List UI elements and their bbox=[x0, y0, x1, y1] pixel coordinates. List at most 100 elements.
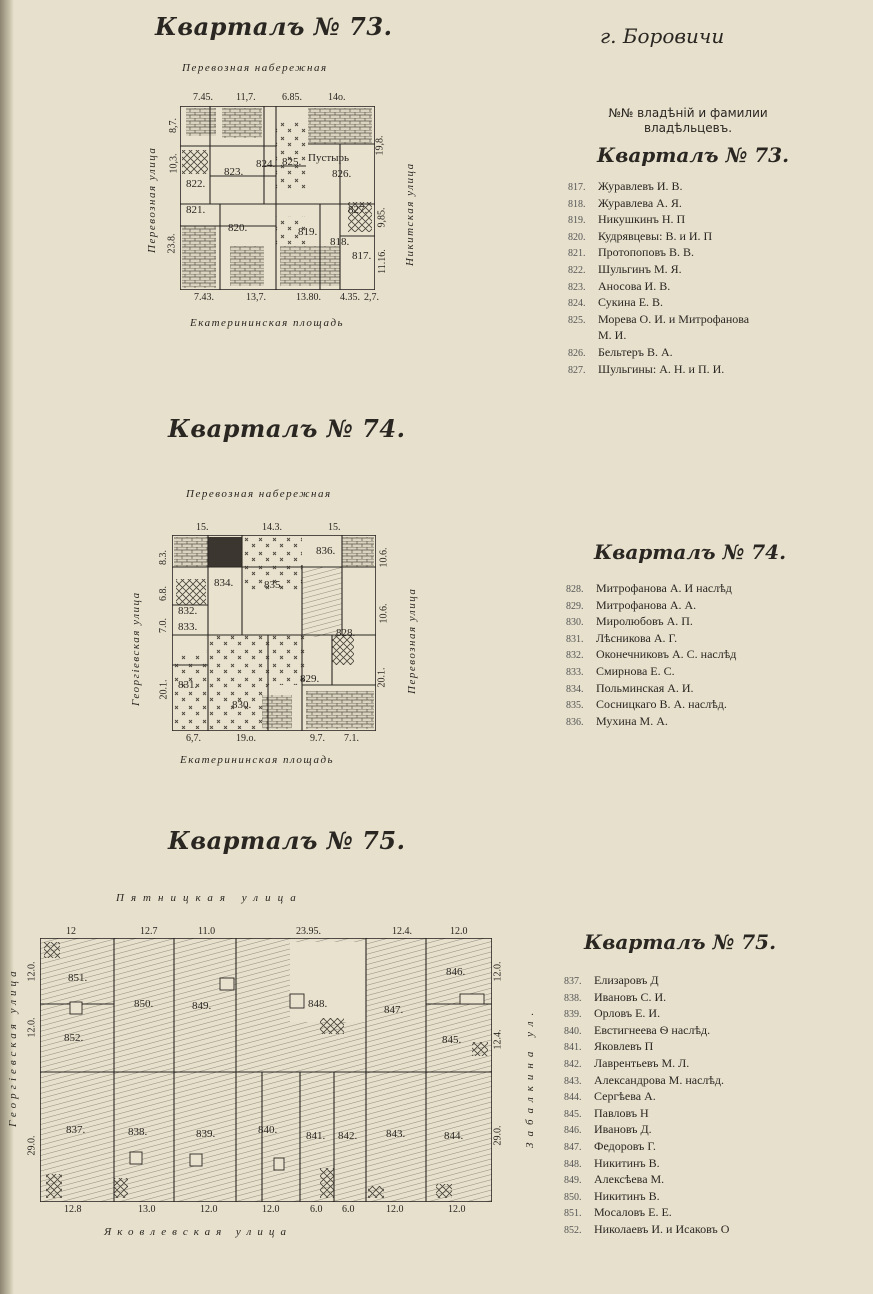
block-73-measure-left: 23.8. bbox=[166, 233, 178, 254]
city-name: г. Боровичи bbox=[600, 24, 725, 48]
block-73-lot-label: 818. bbox=[330, 236, 350, 248]
block-74-measure-bottom: 9.7. bbox=[310, 733, 325, 744]
block-74-measure-bottom: 7.1. bbox=[344, 733, 359, 744]
owner-entry: 826.Бельтеръ В. А. bbox=[568, 344, 673, 359]
block-75-measure-right: 29.0. bbox=[492, 1125, 504, 1146]
owner-entry: 824.Сукина Е. В. bbox=[568, 295, 664, 310]
owner-entry: 823.Аносова И. В. bbox=[568, 278, 671, 293]
block-74-lot-label: 828. bbox=[336, 627, 356, 639]
owner-entry: 852.Николаевъ И. и Исаковъ О bbox=[564, 1221, 730, 1236]
block-73-lot-label: 821. bbox=[186, 204, 206, 216]
block-73-measure-bottom: 13,7. bbox=[246, 292, 266, 303]
block-75-measure-right: 12.4. bbox=[492, 1029, 504, 1050]
block-75-measure-bottom: 12.0 bbox=[448, 1204, 466, 1215]
block-75-lot-label: 846. bbox=[446, 966, 466, 978]
block-73-lot-label: Пустырь bbox=[308, 152, 350, 164]
owner-entry: 817.Журавлевъ И. В. bbox=[568, 179, 683, 193]
owner-entry: 841.Яковлевъ П bbox=[564, 1039, 654, 1054]
block-75-measure-bottom: 12.0 bbox=[386, 1204, 404, 1215]
block-75-list-title: Кварталъ № 75. bbox=[584, 930, 777, 954]
block-74-measure-left: 20.1. bbox=[158, 679, 170, 700]
block-75-lot-label: 847. bbox=[384, 1004, 404, 1016]
block-75-measure-right: 12.0. bbox=[492, 961, 504, 982]
block-74-measure-right: 10.6. bbox=[378, 547, 390, 568]
block-75-measure-top: 23.95. bbox=[296, 926, 321, 937]
block-74-lot-label: 830. bbox=[232, 699, 252, 711]
block-75-lot-label: 850. bbox=[134, 998, 154, 1010]
owner-entry: 839.Орловъ Е. И. bbox=[564, 1006, 661, 1021]
owner-entry: 851.Мосаловъ Е. Е. bbox=[564, 1205, 672, 1220]
block-75-measure-bottom: 6.0 bbox=[310, 1204, 323, 1215]
block-75-lot-label: 848. bbox=[308, 998, 328, 1010]
owner-entry: 850.Никитинъ В. bbox=[564, 1188, 660, 1203]
block-75-lot-label: 838. bbox=[128, 1126, 148, 1138]
block-74-measure-top: 15. bbox=[328, 522, 341, 533]
block-73-street-bottom: Екатерининская площадь bbox=[190, 317, 345, 329]
block-75-lot-label: 842. bbox=[338, 1130, 358, 1142]
block-75-lot-label: 845. bbox=[442, 1034, 462, 1046]
block-73-measure-right: 9,85. bbox=[376, 207, 388, 228]
block-73-measure-left: 10,3. bbox=[168, 153, 180, 174]
block-75-measure-left: 29.0. bbox=[26, 1135, 38, 1156]
owner-entry: 837.Елизаровъ Д bbox=[564, 973, 659, 987]
block-73-lot-label: 822. bbox=[186, 178, 206, 190]
owner-entry: 845.Павловъ Н bbox=[564, 1105, 649, 1120]
owner-entry: М. И. bbox=[598, 328, 627, 343]
owner-entry: 818.Журавлева А. Я. bbox=[568, 195, 682, 210]
block-74-measure-right: 20.1. bbox=[376, 667, 388, 688]
block-74-lot-label: 832. bbox=[178, 605, 198, 617]
owner-entry: 832.Оконечниковъ А. С. наслѣд bbox=[566, 647, 737, 662]
owner-entry: 830.Миролюбовъ А. П. bbox=[566, 614, 693, 629]
block-73-lot-label: 820. bbox=[228, 222, 248, 234]
block-73-measure-bottom: 13.80. bbox=[296, 292, 321, 303]
owner-entry: 846.Ивановъ Д. bbox=[564, 1122, 652, 1137]
block-73-lot-label: 826. bbox=[332, 168, 352, 180]
owner-entry: 835.Сосницкаго В. А. наслѣд. bbox=[566, 697, 727, 712]
block-73-measure-top: 7.45. bbox=[193, 92, 213, 103]
block-73-street-top: Перевозная набережная bbox=[182, 62, 328, 74]
block-75-lot-label: 843. bbox=[386, 1128, 406, 1140]
owner-entry: 840.Евстигнеева Ѳ наслѣд. bbox=[564, 1022, 711, 1037]
block-75-lot-label: 839. bbox=[196, 1128, 216, 1140]
block-75-owner-list: 837.Елизаровъ Д 838.Ивановъ С. И. 839.Ор… bbox=[564, 972, 729, 1238]
owner-entry: 822.Шульгинъ М. Я. bbox=[568, 261, 682, 276]
block-74-list-title: Кварталъ № 74. bbox=[594, 540, 787, 564]
owner-entry: 838.Ивановъ С. И. bbox=[564, 989, 667, 1004]
owner-entry: 828.Митрофанова А. И наслѣд bbox=[566, 581, 732, 595]
owner-entry: 820.Кудрявцевы: В. и И. П bbox=[568, 228, 713, 243]
block-75-measure-bottom: 6.0 bbox=[342, 1204, 355, 1215]
block-74-owner-list: 828.Митрофанова А. И наслѣд 829.Митрофан… bbox=[566, 580, 736, 729]
owner-entry: 833.Смирнова Е. С. bbox=[566, 663, 675, 678]
block-75-lot-label: 844. bbox=[444, 1130, 464, 1142]
block-73-lot-label: 824. bbox=[256, 158, 276, 170]
owner-entry: 834.Польминская А. И. bbox=[566, 680, 694, 695]
owner-entry: 825.Морева О. И. и Митрофанова bbox=[568, 311, 750, 326]
block-74-measure-left: 7.0. bbox=[158, 618, 169, 633]
block-74-street-bottom: Екатерининская площадь bbox=[180, 754, 335, 766]
block-74-street-left: Георгіевская улица bbox=[130, 591, 142, 706]
block-73-street-left: Перевозная улица bbox=[146, 146, 158, 253]
owners-list-header: №№ владѣній и фамилии владѣльцевъ. bbox=[608, 106, 768, 135]
owner-entry: 848.Никитинъ В. bbox=[564, 1155, 660, 1170]
block-74-street-top: Перевозная набережная bbox=[186, 488, 332, 500]
block-74-measure-bottom: 19.о. bbox=[236, 733, 256, 744]
block-73-measure-right: 11.16. bbox=[376, 249, 388, 274]
block-74-measure-top: 14.3. bbox=[262, 522, 282, 533]
block-75-street-bottom: Яковлевская улица bbox=[104, 1226, 292, 1238]
block-74-plan-drawing bbox=[171, 534, 377, 732]
block-75-lot-label: 841. bbox=[306, 1130, 326, 1142]
owner-entry: 843.Александрова М. наслѣд. bbox=[564, 1072, 725, 1087]
block-75-street-top: Пятницкая улица bbox=[116, 892, 303, 904]
block-75-measure-bottom: 12.8 bbox=[64, 1204, 82, 1215]
block-74-plan: 836. 834. 835. 832. 833. 828. 831. 830. … bbox=[171, 534, 377, 732]
block-75-lot-label: 852. bbox=[64, 1032, 84, 1044]
block-73-lot-label: 823. bbox=[224, 166, 244, 178]
block-74-lot-label: 835. bbox=[264, 579, 284, 591]
block-74-measure-left: 8.3. bbox=[158, 550, 169, 565]
page-gutter-shadow bbox=[0, 0, 14, 1294]
block-74-measure-top: 15. bbox=[196, 522, 209, 533]
block-75-measure-top: 12.0 bbox=[450, 926, 468, 937]
owner-entry: 844.Сергѣева А. bbox=[564, 1089, 656, 1104]
block-75-measure-bottom: 12.0 bbox=[262, 1204, 280, 1215]
block-75-street-left: Георгіевская улица bbox=[7, 967, 19, 1127]
